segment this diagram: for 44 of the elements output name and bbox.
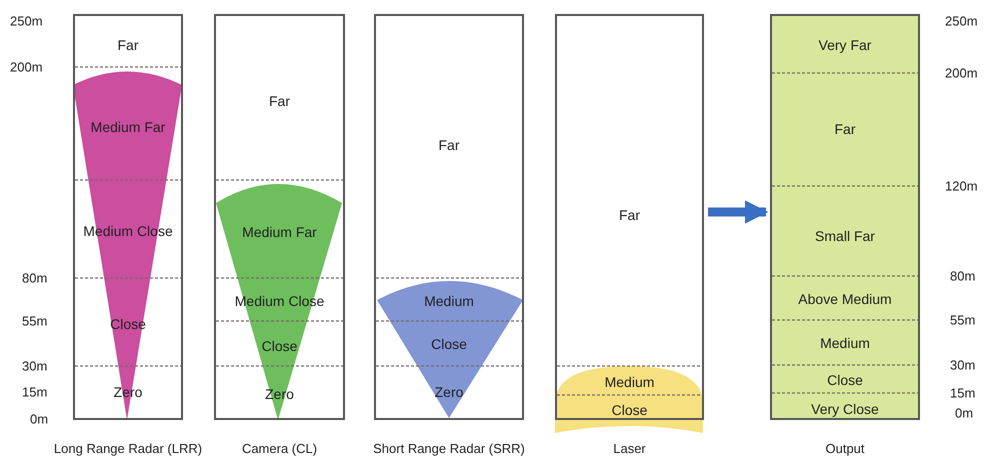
zone-label: Medium bbox=[604, 374, 654, 390]
zone-label: Medium bbox=[820, 335, 870, 351]
zone-label: Far bbox=[438, 137, 460, 153]
distance-label: 80m bbox=[950, 268, 976, 284]
distance-label: 200m bbox=[10, 60, 43, 74]
zone-label: Very Close bbox=[811, 401, 879, 417]
zone-label: Far bbox=[834, 121, 856, 137]
zone-label: Close bbox=[827, 372, 863, 388]
distance-label: 15m bbox=[950, 386, 976, 400]
distance-label: 120m bbox=[945, 178, 978, 194]
distance-label: 15m bbox=[22, 384, 48, 400]
zone-label: Medium Far bbox=[242, 224, 317, 240]
distance-label: 250m bbox=[945, 14, 978, 28]
distance-label: 0m bbox=[30, 412, 48, 426]
zone-label: Medium Far bbox=[90, 119, 166, 135]
column-caption: Output bbox=[825, 441, 865, 456]
output-column bbox=[770, 14, 920, 420]
column-caption: Laser bbox=[613, 441, 646, 456]
arrow bbox=[708, 200, 768, 224]
sensor-column bbox=[214, 14, 345, 420]
distance-label: 30m bbox=[22, 358, 48, 374]
zone-label: Small Far bbox=[815, 228, 875, 244]
zone-label: Far bbox=[118, 37, 138, 53]
zone-label: Very Far bbox=[818, 37, 872, 53]
distance-label: 30m bbox=[950, 358, 976, 372]
zone-label: Close bbox=[431, 336, 467, 352]
sensor-column bbox=[555, 14, 704, 420]
zone-label: Far bbox=[269, 93, 290, 109]
zone-label: Close bbox=[262, 338, 298, 354]
distance-label: 200m bbox=[945, 66, 978, 80]
zone-label: Above Medium bbox=[798, 291, 892, 307]
zone-label: Zero bbox=[434, 384, 464, 400]
column-caption: Camera (CL) bbox=[242, 441, 318, 456]
distance-label: 250m bbox=[10, 14, 43, 28]
distance-label: 55m bbox=[950, 312, 976, 328]
column-caption: Long Range Radar (LRR) bbox=[54, 441, 202, 456]
zone-label: Close bbox=[612, 402, 648, 418]
zone-label: Medium bbox=[424, 293, 474, 309]
distance-label: 0m bbox=[955, 406, 974, 420]
sensor-column bbox=[374, 14, 524, 420]
zone-label: Far bbox=[619, 207, 640, 223]
distance-label: 55m bbox=[22, 314, 48, 328]
column-caption: Short Range Radar (SRR) bbox=[373, 441, 525, 456]
distance-label: 80m bbox=[22, 270, 48, 286]
